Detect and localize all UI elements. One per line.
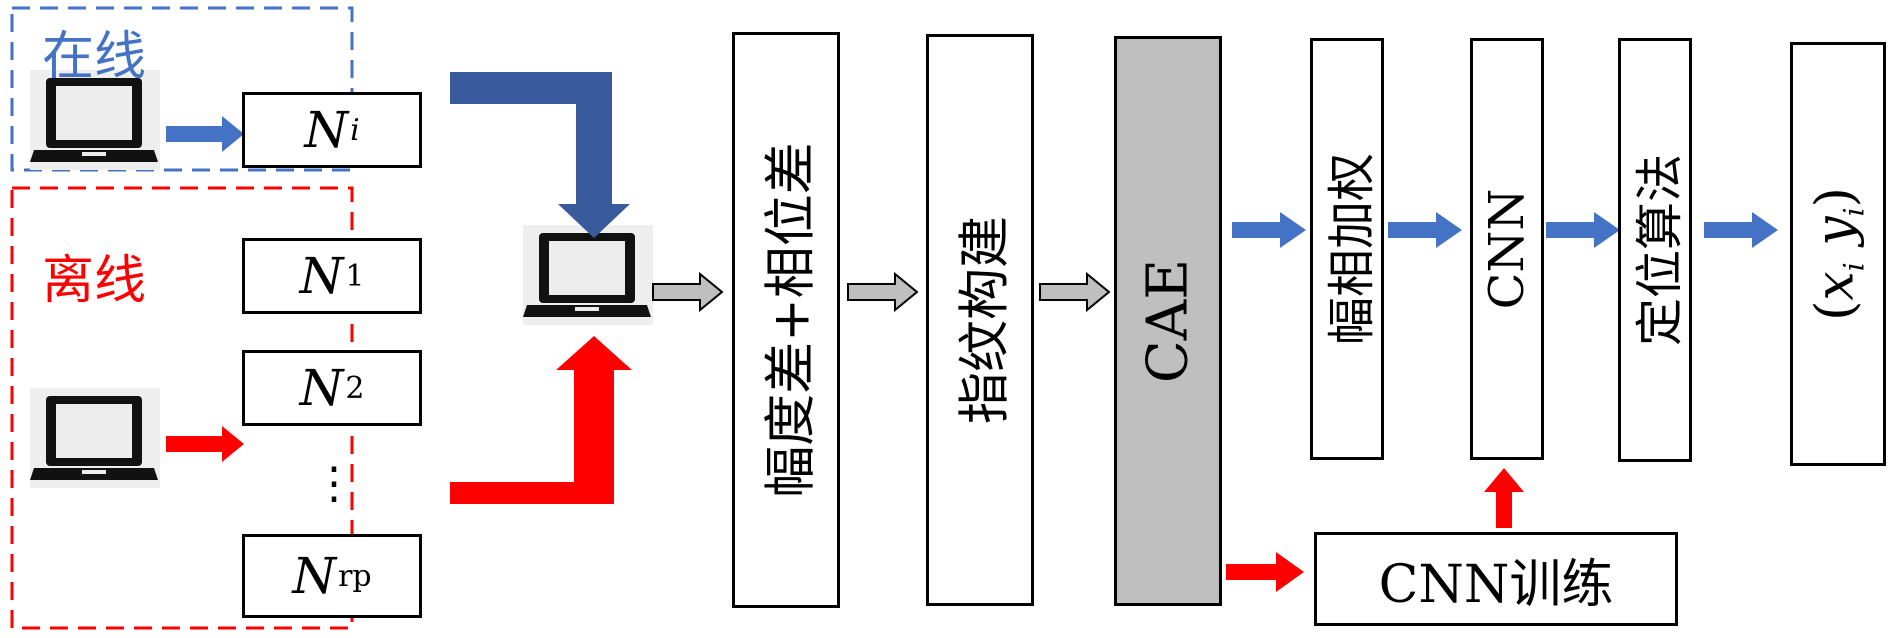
arrow-cnn-to-locate (1546, 212, 1620, 248)
node-n-rp-base: N (292, 547, 337, 605)
laptop-icon-server (523, 225, 653, 325)
step-locate: 定位算法 (1618, 38, 1692, 462)
laptop-icon-offline (30, 388, 160, 488)
arrow-ampweight-to-cnn (1388, 212, 1462, 248)
node-n-i-base: N (304, 101, 349, 159)
output-y: y (1805, 216, 1866, 246)
output-close-paren: ) (1805, 187, 1866, 208)
output-x: x (1805, 271, 1866, 301)
output-x-sub: i (1837, 262, 1871, 272)
step-output-label: (xi yi) (1805, 187, 1870, 321)
node-n-2-sub: 2 (345, 370, 365, 406)
step-cae: CAE (1114, 36, 1222, 606)
step-amp-phase-diff: 幅度差+相位差 (732, 32, 840, 608)
arrow-cae-to-cnntrain (1226, 552, 1304, 592)
step-locate-label: 定位算法 (1632, 153, 1688, 347)
arrow-offline-to-server (450, 336, 632, 504)
step-amp-weight-label: 幅相加权 (1324, 152, 1380, 346)
step-output: (xi yi) (1790, 42, 1886, 466)
node-n-1-base: N (299, 247, 344, 305)
step-fingerprint-label: 指纹构建 (955, 215, 1016, 425)
step-amp-weight: 幅相加权 (1310, 38, 1384, 460)
offline-label: 离线 (42, 251, 147, 311)
step-cnn-label: CNN (1479, 188, 1535, 310)
arrow-online-to-server (450, 72, 630, 238)
online-label: 在线 (42, 27, 147, 87)
node-ellipsis: ⋮ (312, 458, 356, 509)
arrow-fingerprint-to-cae (1039, 271, 1111, 313)
step-amp-phase-diff-label: 幅度差+相位差 (761, 142, 822, 498)
step-cnn-training-label: CNN训练 (1378, 554, 1614, 615)
arrow-ampphase-to-fingerprint (847, 271, 919, 313)
arrow-locate-to-output (1704, 212, 1778, 248)
arrow-server-to-ampphase (652, 271, 724, 313)
online-region-border (10, 6, 354, 172)
step-cnn-training: CNN训练 (1314, 532, 1678, 626)
node-n-1-sub: 1 (345, 258, 365, 294)
step-cnn: CNN (1470, 38, 1544, 460)
arrow-online-to-ni (166, 116, 244, 152)
node-n-2-base: N (299, 359, 344, 417)
node-n-i-sub: i (350, 112, 360, 148)
arrow-offline-to-n2 (166, 426, 244, 462)
arrow-cae-to-ampweight (1232, 212, 1306, 248)
output-open-paren: ( (1805, 300, 1866, 321)
step-cae-label: CAE (1135, 258, 1201, 384)
output-y-sub: i (1837, 207, 1871, 217)
node-n-rp-sub: rp (338, 558, 372, 594)
arrow-cnntrain-to-cnn (1484, 468, 1524, 528)
step-fingerprint: 指纹构建 (926, 34, 1034, 606)
